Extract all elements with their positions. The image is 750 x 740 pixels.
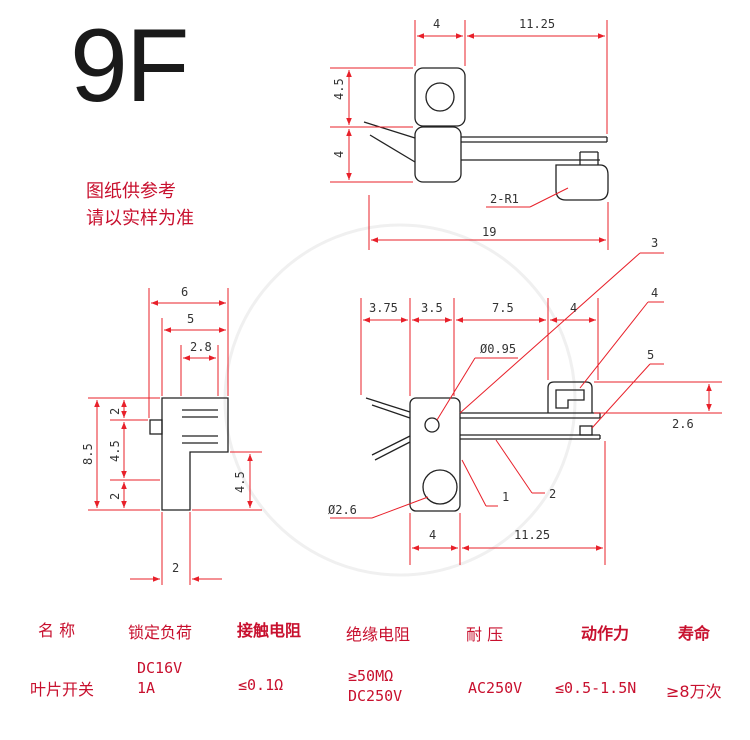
spec-header-contact-resistance: 接触电阻 [237,621,302,640]
dim-side-h-right: 4.5 [233,471,247,493]
dim-front-d4: 4 [570,301,577,315]
note-line-2: 请以实样为准 [86,208,194,229]
spec-header-insulation-resistance: 绝缘电阻 [346,625,411,644]
dim-side-h-total: 8.5 [81,443,95,465]
dim-front-hole-big: Ø2.6 [328,503,357,517]
spec-value-name: 叶片开关 [30,680,95,699]
dim-top-h-bottom: 4 [332,151,346,158]
callout-1: 1 [502,490,509,504]
note-line-1: 图纸供参考 [86,181,176,202]
side-view: 6 5 2.8 8.5 2 4.5 2 4.5 2 [81,285,262,585]
spec-header-operating-force: 动作力 [581,624,630,643]
dim-front-hole-small: Ø0.95 [480,342,516,356]
dim-front-h-right: 2.6 [672,417,694,431]
dim-top-w-left: 4 [433,17,440,31]
technical-drawing: 4 11.25 4.5 4 2-R1 19 [81,17,722,585]
spec-header-name: 名 称 [38,621,76,640]
dim-front-w-left: 4 [429,528,436,542]
spec-value-contact-resistance: ≤0.1Ω [238,676,284,694]
spec-value-operating-force: ≤0.5-1.5N [555,679,637,697]
dim-side-w-base: 2 [172,561,179,575]
dim-side-w-inner: 2.8 [190,340,212,354]
spec-value-withstand-voltage: AC250V [468,679,523,697]
dim-front-d1: 3.75 [369,301,398,315]
spec-header-lock-load: 锁定负荷 [128,623,193,642]
callout-2: 2 [549,487,556,501]
dim-side-w-mid: 5 [187,312,194,326]
dim-top-radius: 2-R1 [490,192,519,206]
dim-side-h-b: 4.5 [108,440,122,462]
top-view: 4 11.25 4.5 4 2-R1 19 [330,17,609,250]
model-number: 9F [70,8,189,124]
spec-value-life: ≥8万次 [666,682,722,701]
dim-top-w-right: 11.25 [519,17,555,31]
spec-value-insulation-resistance: ≥50MΩ DC250V [348,667,403,706]
dim-side-h-c: 2 [108,493,122,500]
front-view: 3.75 3.5 7.5 4 Ø0.95 Ø2.6 4 11.25 2.6 3 … [328,236,722,565]
dim-top-h-top: 4.5 [332,78,346,100]
dim-top-total: 19 [482,225,496,239]
dim-front-d3: 7.5 [492,301,514,315]
dim-front-d2: 3.5 [421,301,443,315]
spec-header-withstand-voltage: 耐 压 [466,625,504,644]
watermark [223,223,577,577]
callout-4: 4 [651,286,658,300]
spec-value-lock-load: DC16V 1A [137,659,183,698]
callout-3: 3 [651,236,658,250]
dim-side-h-a: 2 [108,408,122,415]
dim-side-w-outer: 6 [181,285,188,299]
spec-header-life: 寿命 [678,624,711,643]
dim-front-w-right: 11.25 [514,528,550,542]
callout-5: 5 [647,348,654,362]
